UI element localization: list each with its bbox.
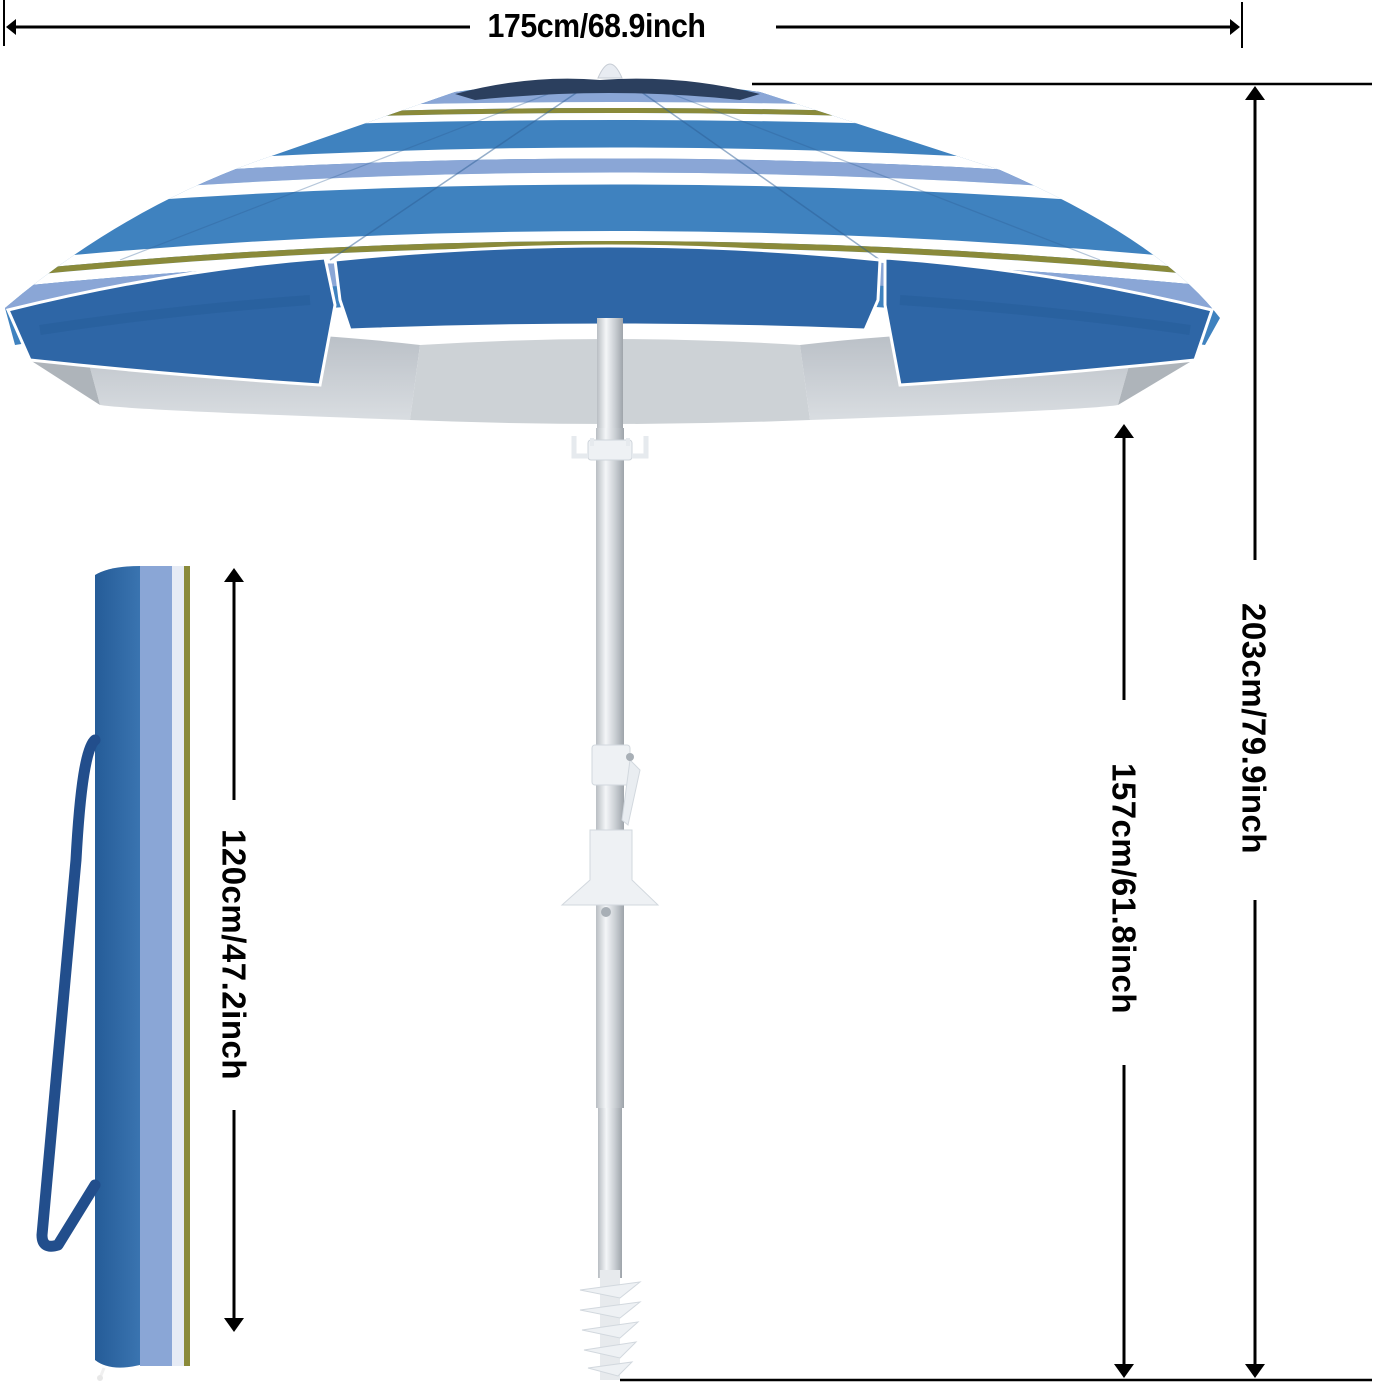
dimension-lines [3,0,1372,1382]
bag-length-label: 120cm/47.2inch [215,829,253,1080]
width-label: 175cm/68.9inch [483,9,710,42]
ground-screw-anchor [579,1270,642,1380]
carry-bag [36,566,190,1381]
height-adjuster [560,829,660,917]
clearance-height-label: 157cm/61.8inch [1105,763,1143,1014]
canopy-valance [5,244,1214,387]
hook-hub [571,436,649,461]
total-height-label: 203cm/79.9inch [1235,603,1273,854]
tilt-clamp [591,744,641,826]
total-height-dimension-line [620,82,1372,1382]
clearance-height-dimension-line [1114,424,1134,1378]
umbrella-pole [560,318,660,1380]
bag-strap [36,734,101,1252]
width-dimension-line [3,0,1243,48]
bag-length-dimension-line [224,568,244,1332]
